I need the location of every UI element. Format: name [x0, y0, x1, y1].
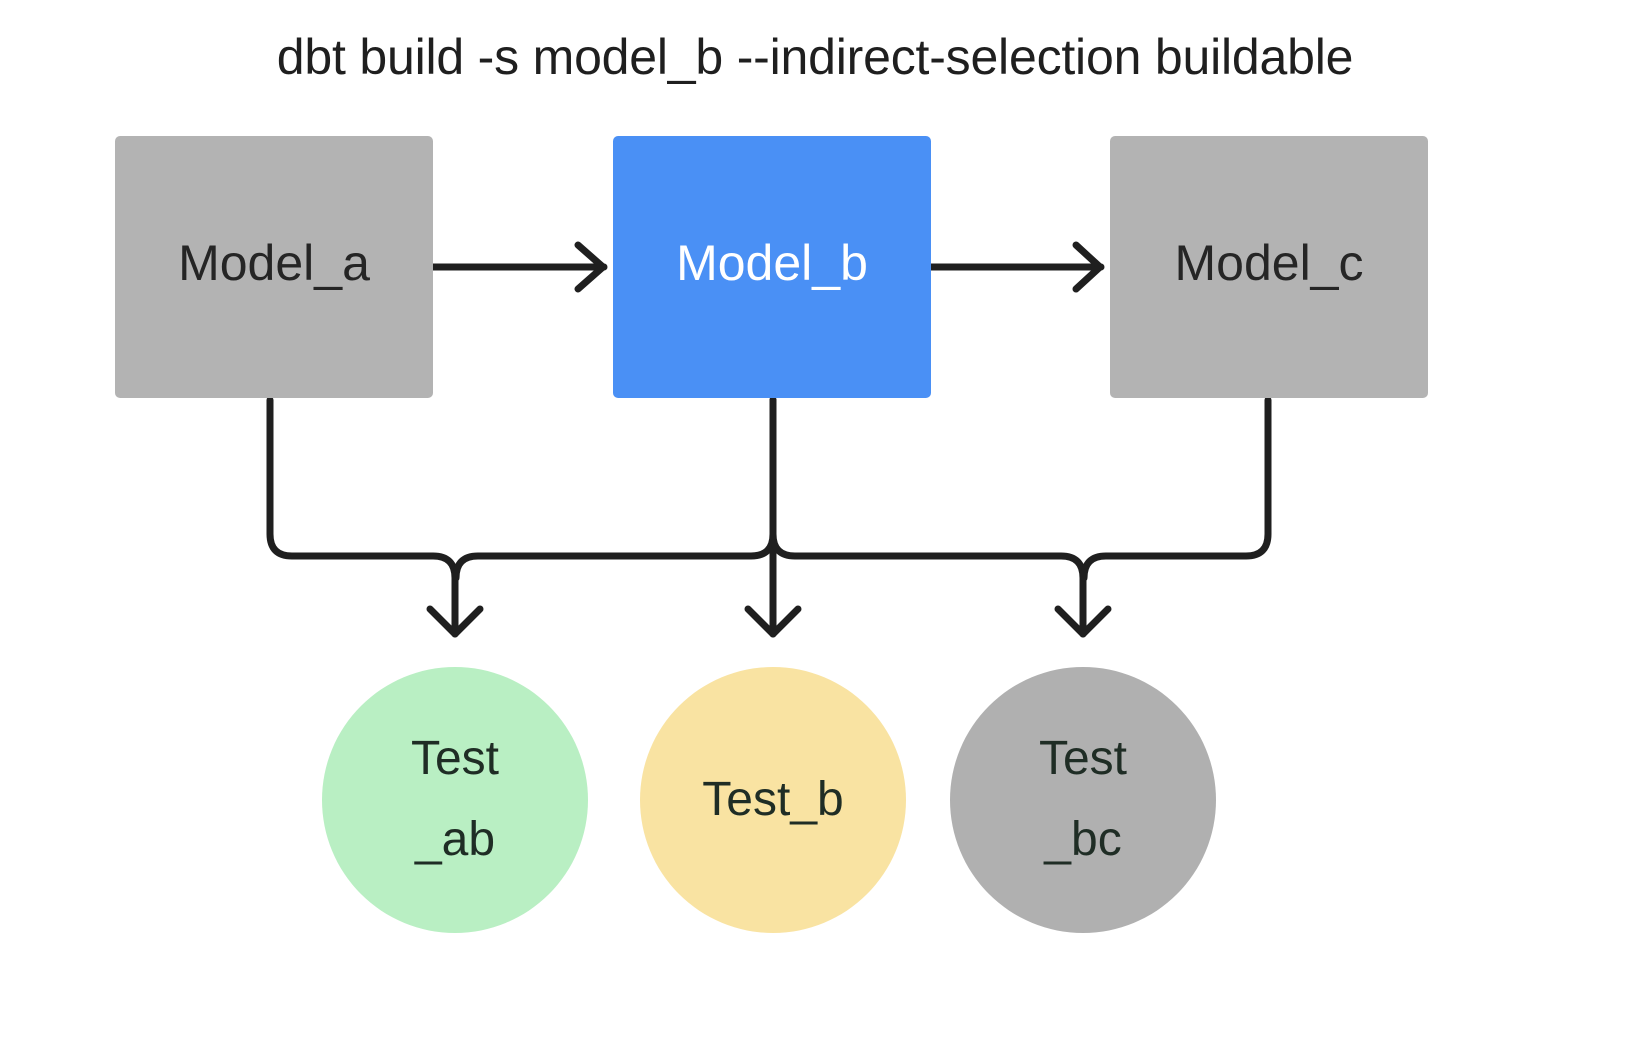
- node-test-ab-label-line1: Test: [410, 732, 500, 786]
- node-test-ab[interactable]: Test _ab: [322, 667, 588, 933]
- edge-model-b-to-test-ab: [452, 396, 777, 582]
- edge-model-b-to-model-c: [927, 241, 1105, 293]
- edge-model-b-to-test-bc: [769, 396, 1112, 638]
- node-model-b-label: Model_b: [676, 235, 868, 291]
- node-test-bc-label-line1: Test: [1038, 732, 1128, 786]
- node-model-c-label: Model_c: [1174, 235, 1364, 291]
- node-model-b[interactable]: Model_b: [613, 136, 931, 398]
- node-test-b-label-line1: Test_b: [702, 772, 844, 826]
- edge-model-a-to-test-ab: [266, 396, 484, 638]
- node-test-bc-label-line2: _bc: [1044, 813, 1122, 866]
- node-model-a-label: Model_a: [178, 235, 370, 291]
- node-model-c[interactable]: Model_c: [1110, 136, 1428, 398]
- diagram-title: dbt build -s model_b --indirect-selectio…: [276, 29, 1354, 85]
- edge-model-b-to-test-b: [744, 396, 802, 638]
- node-test-ab-label-line2: _ab: [414, 813, 496, 866]
- node-model-a[interactable]: Model_a: [115, 136, 433, 398]
- edge-model-a-to-model-b: [429, 241, 608, 293]
- node-test-b[interactable]: Test_b: [640, 667, 906, 933]
- node-test-bc[interactable]: Test _bc: [950, 667, 1216, 933]
- edge-model-c-to-test-bc: [1080, 396, 1272, 582]
